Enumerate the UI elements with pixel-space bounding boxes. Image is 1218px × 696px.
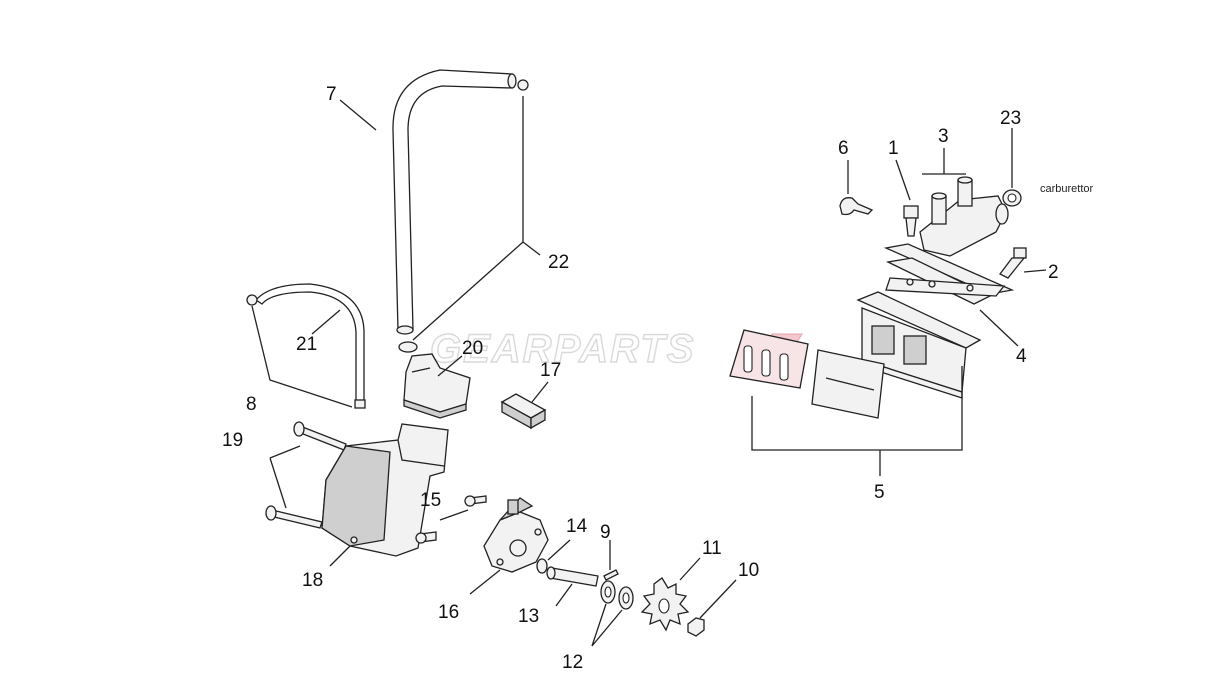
part-5-reed-stopper — [729, 329, 809, 389]
leader-21 — [311, 309, 341, 335]
leader-4 — [979, 309, 1019, 347]
part-11-gear — [640, 577, 690, 632]
leader-1 — [895, 159, 911, 201]
part-10-nut — [687, 617, 705, 637]
part-2-bolt — [999, 247, 1027, 279]
part-12-washers — [600, 580, 634, 610]
callout-23: 23 — [1000, 108, 1021, 129]
callout-19: 19 — [222, 430, 243, 451]
leader-13 — [555, 583, 573, 607]
part-5-reed-petal — [811, 349, 885, 419]
part-17-block — [500, 393, 547, 430]
callout-18: 18 — [302, 570, 323, 591]
callout-labels: 7 22 21 8 20 17 19 18 15 16 14 9 13 12 1… — [222, 84, 1094, 673]
leader-14 — [547, 539, 571, 561]
leader-16 — [469, 569, 501, 595]
callout-17: 17 — [540, 360, 561, 381]
callout-13: 13 — [518, 606, 539, 627]
callout-9: 9 — [600, 522, 611, 543]
callout-16: 16 — [438, 602, 459, 623]
callout-8: 8 — [246, 394, 257, 415]
callout-5: 5 — [874, 482, 885, 503]
part-22-clip-top — [517, 79, 529, 91]
callout-2: 2 — [1048, 262, 1059, 283]
callout-7: 7 — [326, 84, 337, 105]
leader-10 — [699, 579, 737, 619]
callout-15: 15 — [420, 490, 441, 511]
leader-19 — [269, 445, 301, 509]
part-22-clip-bottom — [398, 341, 418, 353]
leader-7 — [339, 99, 377, 131]
leader-12 — [591, 603, 623, 647]
part-3-manifold — [919, 176, 1009, 257]
leader-3 — [922, 148, 966, 175]
callout-3: 3 — [938, 126, 949, 147]
leader-22-tail — [522, 241, 541, 256]
callout-10: 10 — [738, 560, 759, 581]
part-5-reed-valve — [856, 291, 982, 399]
part-13-shaft — [546, 566, 599, 587]
part-4-gaskets — [883, 243, 1015, 305]
leader-18 — [329, 545, 351, 567]
leader-20 — [437, 355, 463, 377]
part-19-bolts — [265, 421, 347, 529]
part-6-clip — [839, 197, 874, 216]
carburettor-note: carburettor — [1040, 183, 1094, 195]
part-23-clamp — [1002, 189, 1022, 207]
callout-21: 21 — [296, 334, 317, 355]
part-14-o-ring — [536, 558, 548, 574]
callout-4: 4 — [1016, 346, 1027, 367]
part-1-bolt — [903, 205, 919, 237]
callout-20: 20 — [462, 338, 483, 359]
watermark-text: GEARPARTS — [430, 327, 695, 371]
part-16-oil-pump — [483, 497, 549, 573]
callout-12: 12 — [562, 652, 583, 673]
leader-2 — [1023, 269, 1047, 273]
callout-11: 11 — [702, 538, 722, 559]
part-9-pin — [603, 569, 619, 581]
callout-22: 22 — [548, 252, 569, 273]
part-15-screws — [415, 495, 487, 544]
leader-15 — [439, 509, 469, 521]
callout-6: 6 — [838, 138, 849, 159]
callout-14: 14 — [566, 516, 588, 537]
part-7-hose — [392, 69, 517, 335]
leader-22 — [412, 96, 524, 341]
leader-5 — [751, 366, 963, 476]
part-20-intake-boot — [403, 353, 471, 419]
part-18-pump-cover — [321, 423, 449, 557]
part-21-small-hose — [246, 283, 366, 409]
callout-1: 1 — [888, 138, 899, 159]
leader-8 — [251, 305, 353, 408]
leader-17 — [531, 381, 549, 403]
leader-11 — [679, 557, 701, 581]
